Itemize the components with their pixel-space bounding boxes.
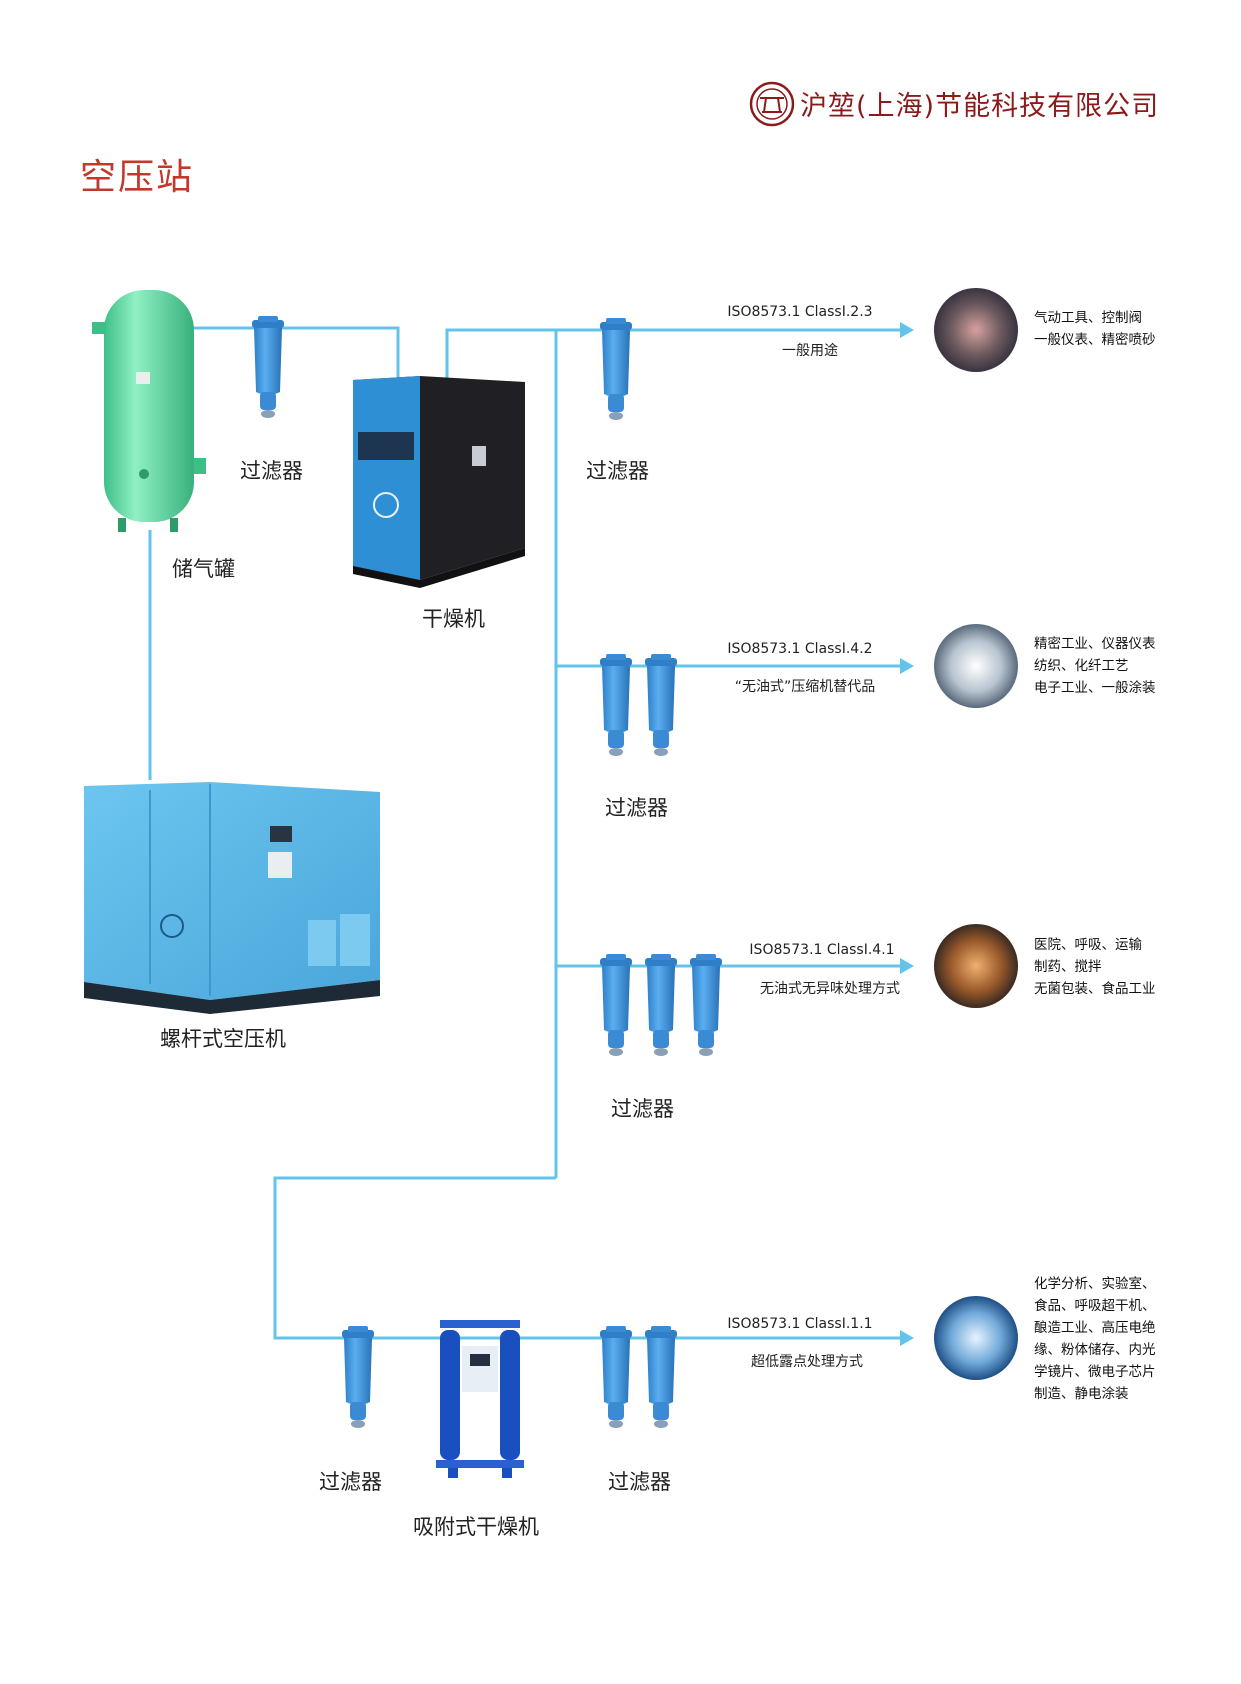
- filter-label-3: 过滤器: [605, 796, 668, 820]
- adsorption-dryer-label: 吸附式干燥机: [413, 1515, 539, 1539]
- application-item: 无菌包装、食品工业: [1034, 981, 1156, 997]
- filter-label-6: 过滤器: [608, 1470, 671, 1494]
- branch-1-use: 一般用途: [782, 343, 838, 359]
- branch-2-standard: ISO8573.1 ClassI.4.2: [727, 641, 873, 657]
- application-item: 化学分析、实验室、: [1034, 1276, 1156, 1292]
- branch-2-applications: 精密工业、仪器仪表 纺织、化纤工艺 电子工业、一般涂装: [1034, 633, 1156, 699]
- tank-label: 储气罐: [172, 557, 235, 581]
- compressor-illustration: [84, 782, 380, 1014]
- branch-1-standard: ISO8573.1 ClassI.2.3: [727, 304, 873, 320]
- arrow-branch-1: [900, 322, 914, 338]
- branch-3-use: 无油式无异味处理方式: [760, 981, 900, 997]
- filter-before-adsorption: [342, 1326, 374, 1428]
- arrow-branch-3: [900, 958, 914, 974]
- air-tank-illustration: [92, 290, 206, 532]
- arrow-heads: [900, 322, 914, 1346]
- dryer-label: 干燥机: [422, 607, 485, 631]
- filter-label-1: 过滤器: [240, 459, 303, 483]
- application-item: 精密工业、仪器仪表: [1034, 636, 1156, 652]
- application-item: 酿造工业、高压电绝: [1034, 1320, 1156, 1336]
- application-item: 一般仪表、精密喷砂: [1034, 332, 1156, 348]
- application-item: 电子工业、一般涂装: [1034, 680, 1156, 696]
- filter-branch-1: [600, 318, 632, 420]
- branch-4-applications: 化学分析、实验室、 食品、呼吸超干机、 酿造工业、高压电绝 缘、粉体储存、内光 …: [1034, 1273, 1156, 1405]
- compressor-label: 螺杆式空压机: [160, 1027, 286, 1051]
- filter-label-2: 过滤器: [586, 459, 649, 483]
- application-item: 食品、呼吸超干机、: [1034, 1298, 1156, 1314]
- filter-label-4: 过滤器: [611, 1097, 674, 1121]
- filter-after-tank: [252, 316, 284, 418]
- application-item: 制造、静电涂装: [1034, 1386, 1129, 1402]
- application-item: 气动工具、控制阀: [1034, 310, 1142, 326]
- filter-branch-3a: [600, 954, 632, 1056]
- branch-3-standard: ISO8573.1 ClassI.4.1: [749, 942, 895, 958]
- branch-1-applications: 气动工具、控制阀 一般仪表、精密喷砂: [1034, 307, 1156, 351]
- application-item: 缘、粉体储存、内光: [1034, 1342, 1156, 1358]
- filter-after-adsorption-b: [645, 1326, 677, 1428]
- adsorption-dryer-illustration: [436, 1320, 524, 1478]
- company-name: 沪堃(上海)节能科技有限公司: [800, 91, 1160, 122]
- application-photos: [934, 288, 1018, 1380]
- application-item: 制药、搅拌: [1034, 959, 1102, 975]
- pipe-trunk-to-lower: [273, 1176, 900, 1340]
- app-photo-4: [934, 1296, 1018, 1380]
- filter-after-adsorption-a: [600, 1326, 632, 1428]
- arrow-branch-2: [900, 658, 914, 674]
- branch-2-use: “无油式”压缩机替代品: [734, 679, 876, 695]
- app-photo-1: [934, 288, 1018, 372]
- filter-branch-3c: [690, 954, 722, 1056]
- branch-3-applications: 医院、呼吸、运输 制药、搅拌 无菌包装、食品工业: [1034, 934, 1156, 1000]
- application-item: 纺织、化纤工艺: [1034, 658, 1129, 674]
- dryer-illustration: [353, 376, 525, 588]
- filter-branch-3b: [645, 954, 677, 1056]
- arrow-branch-4: [900, 1330, 914, 1346]
- pipe-tank-to-dryer: [175, 326, 400, 380]
- filter-branch-2a: [600, 654, 632, 756]
- filter-label-5: 过滤器: [319, 1470, 382, 1494]
- app-photo-3: [934, 924, 1018, 1008]
- application-item: 医院、呼吸、运输: [1034, 937, 1142, 953]
- branch-4-standard: ISO8573.1 ClassI.1.1: [727, 1316, 873, 1332]
- pipe-dryer-to-trunk: [445, 328, 556, 380]
- branch-4-use: 超低露点处理方式: [751, 1354, 863, 1370]
- app-photo-2: [934, 624, 1018, 708]
- filter-branch-2b: [645, 654, 677, 756]
- application-item: 学镜片、微电子芯片: [1034, 1364, 1156, 1380]
- company-logo: [749, 81, 795, 127]
- page-title: 空压站: [80, 157, 195, 198]
